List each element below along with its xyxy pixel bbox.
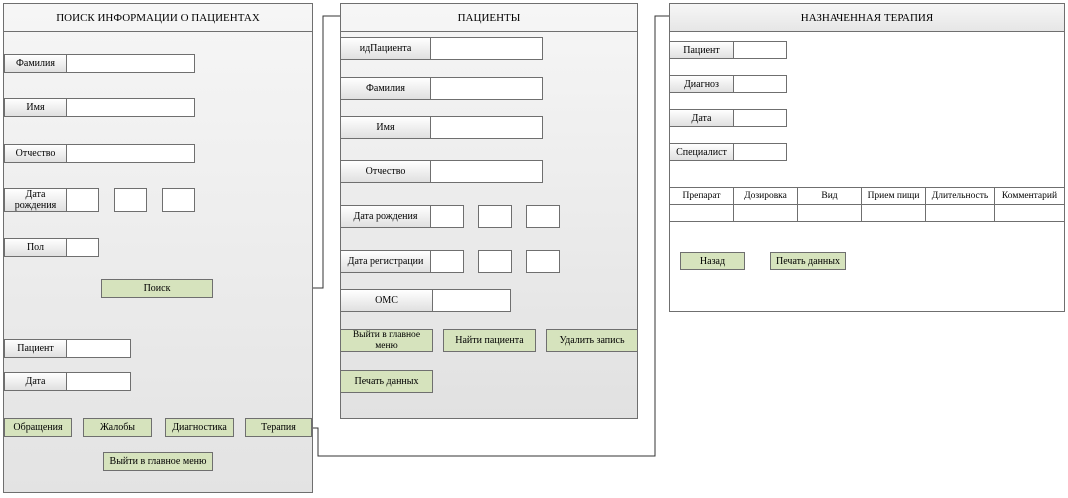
find-patient-button[interactable]: Найти пациента (443, 329, 536, 352)
form-title: ПАЦИЕНТЫ (341, 4, 637, 32)
patronymic-input[interactable] (430, 160, 543, 183)
surname-label: Фамилия (340, 77, 431, 100)
form-title: ПОИСК ИНФОРМАЦИИ О ПАЦИЕНТАХ (4, 4, 312, 32)
surname-input[interactable] (430, 77, 543, 100)
date-label: Дата (4, 372, 67, 391)
birth-year-input[interactable] (526, 205, 560, 228)
surname-input[interactable] (66, 54, 195, 73)
table-cell[interactable] (733, 204, 798, 222)
table-cell[interactable] (925, 204, 995, 222)
birth-date-label: Дата рождения (340, 205, 431, 228)
column-header: Длительность (925, 187, 995, 205)
oms-label: ОМС (340, 289, 433, 312)
search-button[interactable]: Поиск (101, 279, 213, 298)
registration-date-label: Дата регистрации (340, 250, 431, 273)
date-input[interactable] (733, 109, 787, 127)
date-input[interactable] (66, 372, 131, 391)
birth-year-input[interactable] (162, 188, 195, 212)
birth-month-input[interactable] (478, 205, 512, 228)
diagnosis-label: Диагноз (669, 75, 734, 93)
name-input[interactable] (430, 116, 543, 139)
patient-input[interactable] (66, 339, 131, 358)
column-header: Комментарий (994, 187, 1065, 205)
patient-input[interactable] (733, 41, 787, 59)
visits-button[interactable]: Обращения (4, 418, 72, 437)
table-cell[interactable] (861, 204, 926, 222)
patronymic-label: Отчество (4, 144, 67, 163)
birth-month-input[interactable] (114, 188, 147, 212)
registration-day-input[interactable] (430, 250, 464, 273)
column-header: Препарат (669, 187, 734, 205)
patient-label: Пациент (4, 339, 67, 358)
patient-label: Пациент (669, 41, 734, 59)
print-data-button[interactable]: Печать данных (340, 370, 433, 393)
print-data-button[interactable]: Печать данных (770, 252, 846, 270)
column-header: Прием пищи (861, 187, 926, 205)
oms-input[interactable] (432, 289, 511, 312)
table-cell[interactable] (797, 204, 862, 222)
patronymic-label: Отчество (340, 160, 431, 183)
specialist-label: Специалист (669, 143, 734, 161)
registration-month-input[interactable] (478, 250, 512, 273)
name-input[interactable] (66, 98, 195, 117)
birth-day-input[interactable] (430, 205, 464, 228)
main-menu-button[interactable]: Выйти в главное меню (103, 452, 213, 471)
back-button[interactable]: Назад (680, 252, 745, 270)
column-header: Дозировка (733, 187, 798, 205)
birth-date-label: Дата рождения (4, 188, 67, 212)
patient-id-input[interactable] (430, 37, 543, 60)
patient-id-label: идПациента (340, 37, 431, 60)
date-label: Дата (669, 109, 734, 127)
name-label: Имя (340, 116, 431, 139)
name-label: Имя (4, 98, 67, 117)
specialist-input[interactable] (733, 143, 787, 161)
surname-label: Фамилия (4, 54, 67, 73)
registration-year-input[interactable] (526, 250, 560, 273)
diagnostics-button[interactable]: Диагностика (165, 418, 234, 437)
connector-therapy-to-assigned-therapy (312, 15, 669, 457)
diagnosis-input[interactable] (733, 75, 787, 93)
patronymic-input[interactable] (66, 144, 195, 163)
complaints-button[interactable]: Жалобы (83, 418, 152, 437)
therapy-button[interactable]: Терапия (245, 418, 312, 437)
form-title: НАЗНАЧЕННАЯ ТЕРАПИЯ (670, 4, 1064, 32)
table-cell[interactable] (669, 204, 734, 222)
table-cell[interactable] (994, 204, 1065, 222)
column-header: Вид (797, 187, 862, 205)
gender-label: Пол (4, 238, 67, 257)
main-menu-button[interactable]: Выйти в главное меню (340, 329, 433, 352)
delete-record-button[interactable]: Удалить запись (546, 329, 638, 352)
gender-input[interactable] (66, 238, 99, 257)
birth-day-input[interactable] (66, 188, 99, 212)
